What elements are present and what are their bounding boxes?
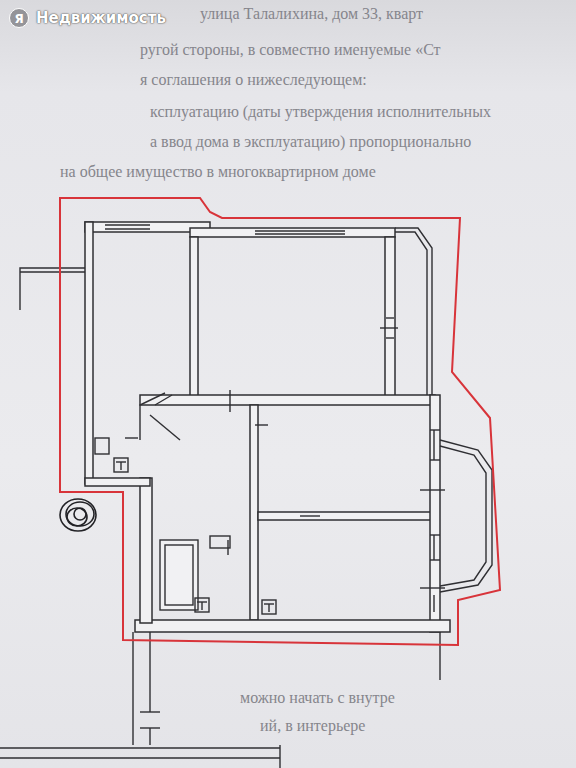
background-text: ругой стороны, в совместно именуемые «Ст <box>140 40 441 59</box>
background-text: на общее имущество в многоквартирном дом… <box>60 162 376 181</box>
background-text: ксплуатацию (даты утверждения исполнител… <box>150 102 491 121</box>
watermark-text: Недвижимость <box>36 8 166 28</box>
background-text: улица Талалихина, дом 33, кварт <box>200 4 423 23</box>
background-text: я соглашения о нижеследующем: <box>140 70 367 89</box>
watermark-logo: Я <box>9 8 29 28</box>
background-text: ий, в интерьере <box>260 716 365 735</box>
background-text: а ввод дома в эксплуатацию) пропорционал… <box>150 132 471 151</box>
background-text: можно начать с внутре <box>240 688 395 707</box>
